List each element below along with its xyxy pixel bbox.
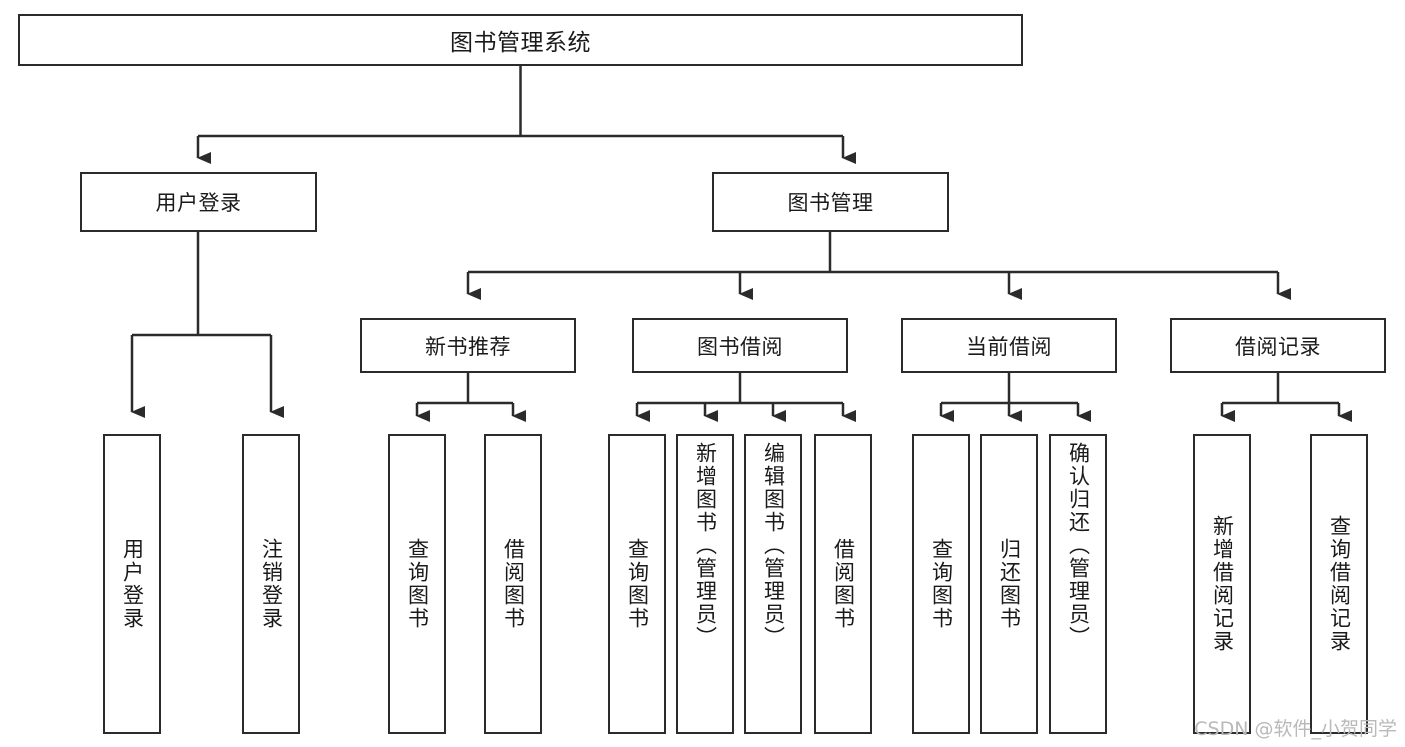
node-borrow-record[interactable]: 借阅记录 [1170, 318, 1386, 373]
node-leaf-add-book-label: 新增图书（管理员） [693, 442, 718, 649]
node-leaf-user-login-label: 用户登录 [120, 538, 145, 630]
node-leaf-user-logout[interactable]: 注销登录 [242, 434, 300, 734]
node-leaf-user-logout-label: 注销登录 [259, 538, 284, 630]
node-leaf-return-book-label: 归还图书 [997, 538, 1022, 630]
node-new-book-rec[interactable]: 新书推荐 [360, 318, 576, 373]
node-leaf-borrow-book-2[interactable]: 借阅图书 [814, 434, 872, 734]
node-leaf-add-book[interactable]: 新增图书（管理员） [676, 434, 734, 734]
node-leaf-user-login[interactable]: 用户登录 [103, 434, 161, 734]
node-user-login-label: 用户登录 [155, 191, 242, 215]
node-leaf-add-record[interactable]: 新增借阅记录 [1193, 434, 1251, 734]
node-leaf-query-record-label: 查询借阅记录 [1327, 515, 1352, 653]
node-leaf-borrow-book-2-label: 借阅图书 [831, 538, 856, 630]
node-leaf-confirm-return[interactable]: 确认归还（管理员） [1049, 434, 1107, 734]
node-leaf-add-record-label: 新增借阅记录 [1210, 515, 1235, 653]
node-book-manage[interactable]: 图书管理 [712, 172, 949, 232]
node-current-borrow[interactable]: 当前借阅 [901, 318, 1117, 373]
node-borrow-record-label: 借阅记录 [1235, 334, 1321, 359]
node-leaf-query-book-1-label: 查询图书 [405, 538, 430, 630]
node-leaf-query-book-3[interactable]: 查询图书 [912, 434, 970, 734]
node-current-borrow-label: 当前借阅 [966, 334, 1052, 359]
node-leaf-borrow-book-1[interactable]: 借阅图书 [484, 434, 542, 734]
node-book-borrow-label: 图书借阅 [697, 334, 783, 359]
node-user-login[interactable]: 用户登录 [80, 172, 317, 232]
node-leaf-confirm-return-label: 确认归还（管理员） [1066, 442, 1091, 649]
node-book-borrow[interactable]: 图书借阅 [632, 318, 848, 373]
node-leaf-query-record[interactable]: 查询借阅记录 [1310, 434, 1368, 734]
node-leaf-query-book-2-label: 查询图书 [625, 538, 650, 630]
node-root-label: 图书管理系统 [450, 30, 591, 56]
node-leaf-edit-book-label: 编辑图书（管理员） [761, 442, 786, 649]
node-leaf-query-book-3-label: 查询图书 [929, 538, 954, 630]
node-leaf-query-book-1[interactable]: 查询图书 [388, 434, 446, 734]
node-leaf-borrow-book-1-label: 借阅图书 [501, 538, 526, 630]
node-leaf-edit-book[interactable]: 编辑图书（管理员） [744, 434, 802, 734]
node-book-manage-label: 图书管理 [787, 191, 874, 215]
node-leaf-return-book[interactable]: 归还图书 [980, 434, 1038, 734]
node-new-book-rec-label: 新书推荐 [425, 334, 511, 359]
node-root[interactable]: 图书管理系统 [18, 14, 1023, 66]
node-leaf-query-book-2[interactable]: 查询图书 [608, 434, 666, 734]
watermark-text: CSDN @软件_小贺同学 [1194, 718, 1397, 740]
